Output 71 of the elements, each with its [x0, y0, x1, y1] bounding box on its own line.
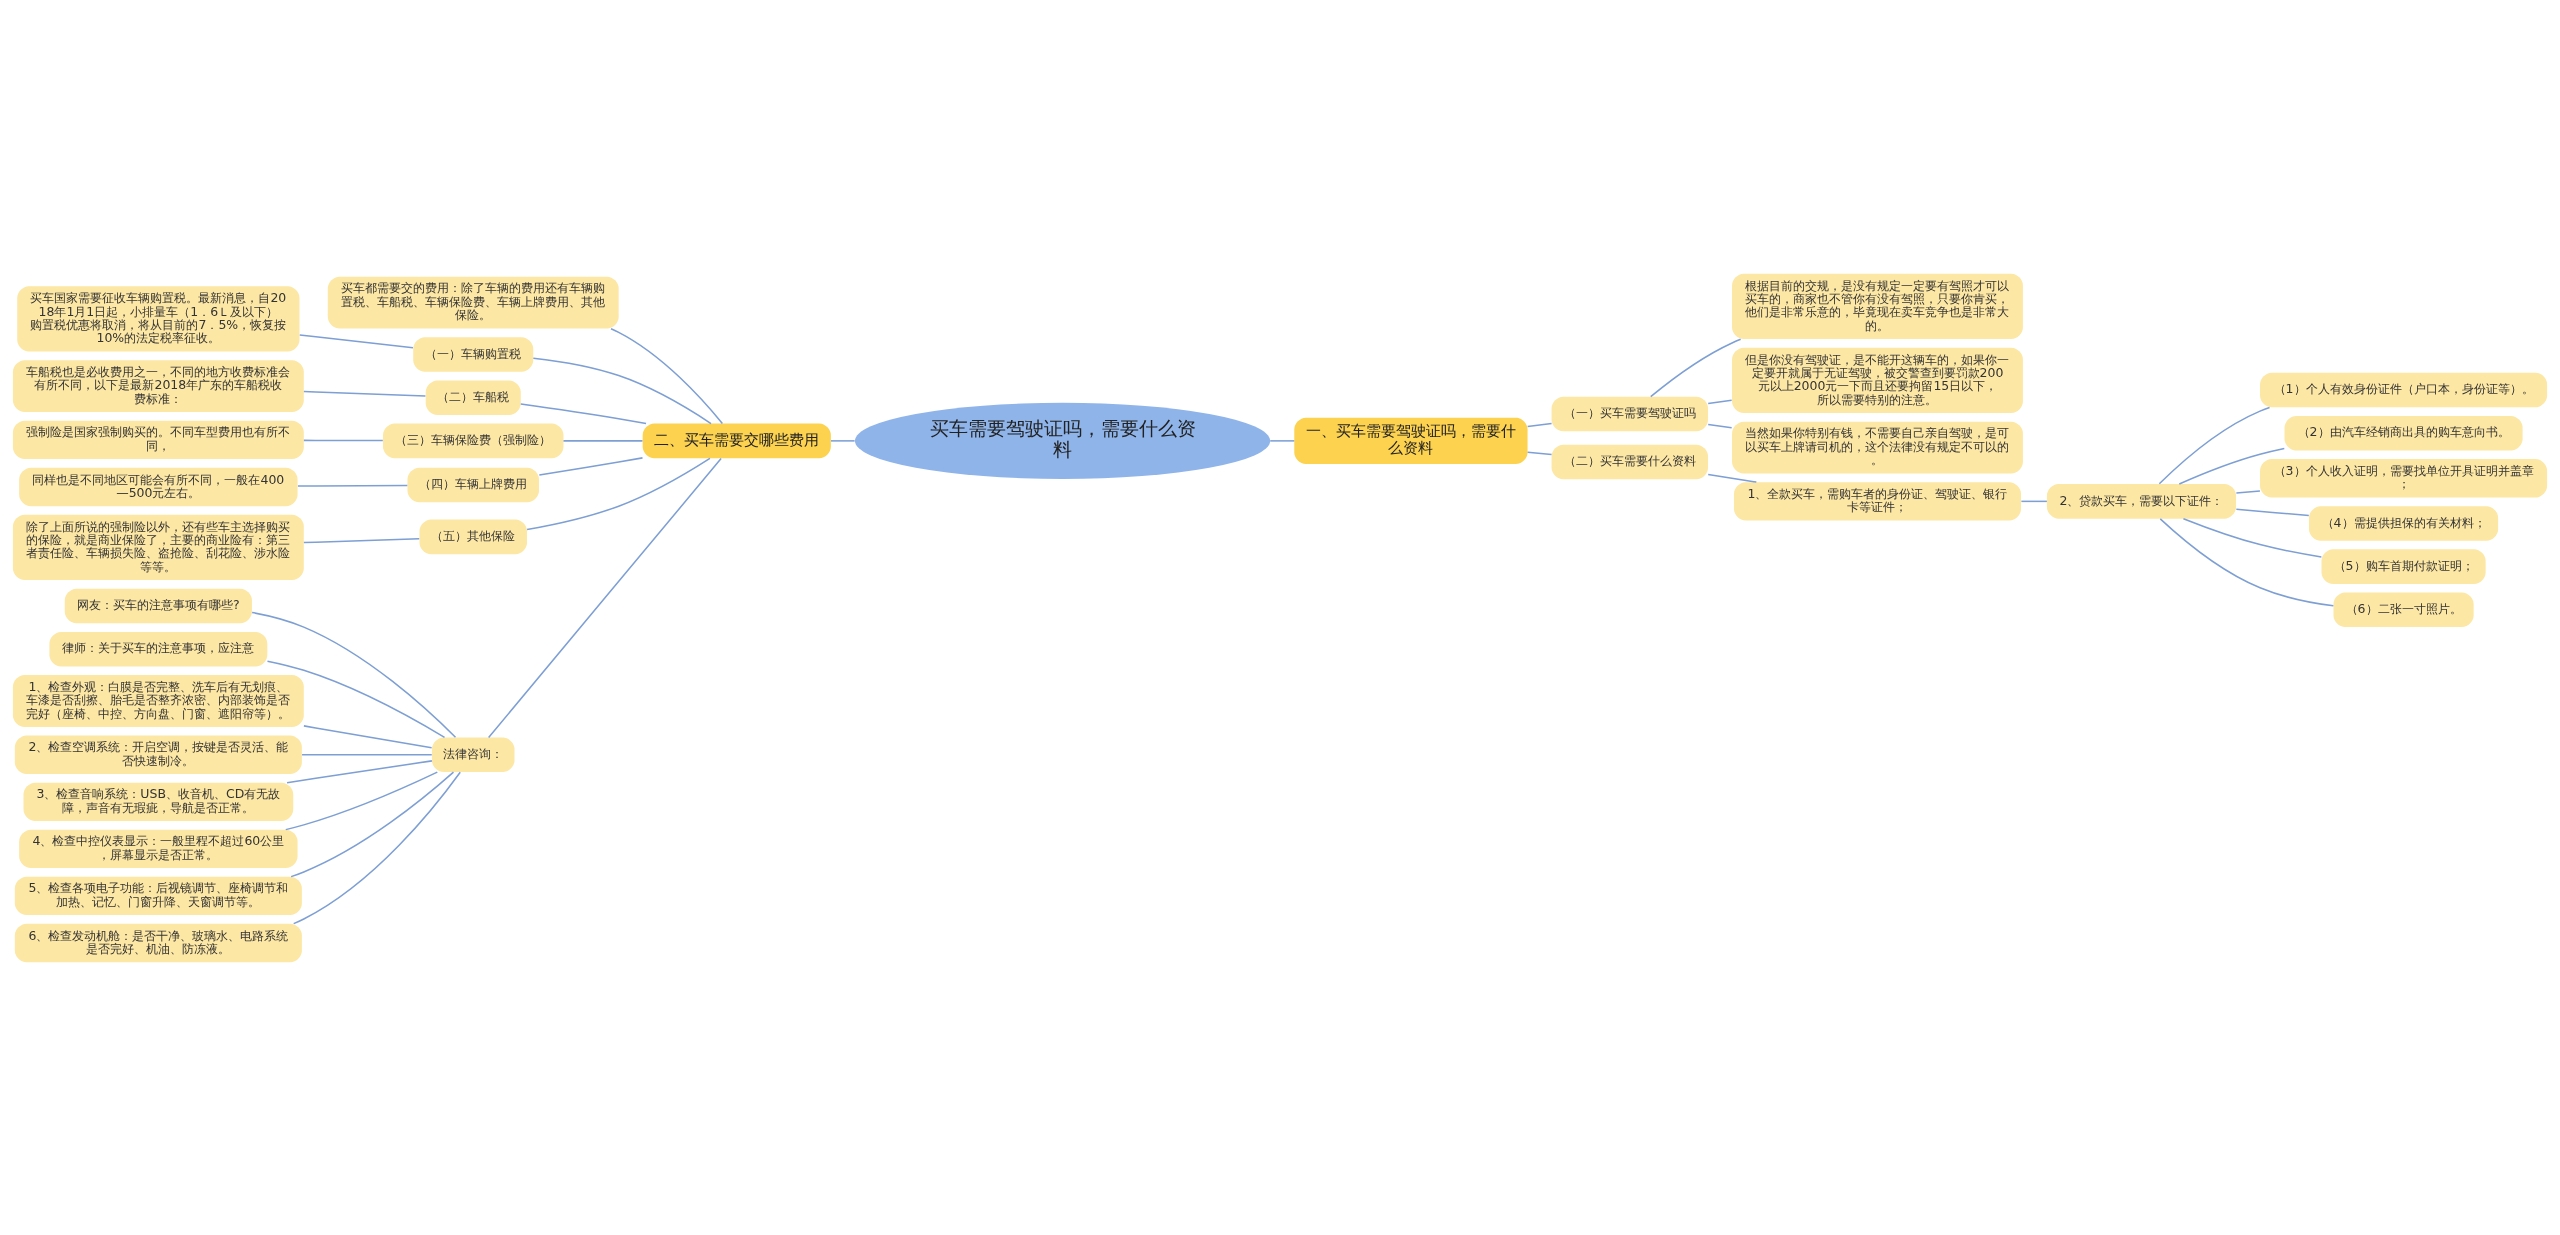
connector [292, 770, 461, 924]
node-ellipse: 买车需要驾驶证吗，需要什么资料 [854, 402, 1271, 479]
node-box: 但是你没有驾驶证，是不能开这辆车的，如果你一定要开就属于无证驾驶，被交警查到要罚款200元以上2000元一下而且还要拘留15日以下，所以需要特别的注意。 [1732, 347, 2023, 413]
node-box: 2、贷款买车，需要以下证件： [2046, 483, 2237, 519]
connector [2020, 500, 2048, 502]
node-box: 同样也是不同地区可能会有所不同，一般在400—500元左右。 [19, 467, 298, 506]
node-box: （2）由汽车经销商出具的购车意向书。 [2284, 415, 2523, 450]
node-box: 2、检查空调系统：开启空调，按键是否灵活、能否快速制冷。 [14, 735, 302, 774]
node-box: 买车都需要交的费用：除了车辆的费用还有车辆购置税、车船税、车辆保险费、车辆上牌费用、其他保险。 [327, 276, 619, 329]
node-box: （一）买车需要驾驶证吗 [1551, 396, 1709, 431]
connector [266, 659, 446, 738]
connector [1269, 439, 1295, 442]
connector [286, 759, 433, 783]
connector [303, 724, 433, 749]
node-box: 5、检查各项电子功能：后视镜调节、座椅调节和加热、记忆、门窗升降、天窗调节等。 [14, 876, 302, 915]
node-box: 6、检查发动机舱：是否干净、玻璃水、电路系统是否完好、机油、防冻液。 [14, 923, 302, 962]
connector [1707, 473, 1758, 483]
node-box: 买车国家需要征收车辆购置税。最新消息，自2018年1月1日起，小排量车（1．6Ｌ及以下）购置税优惠将取消，将从目前的7．5%，恢复按10%的法定税率征收。 [17, 285, 300, 352]
connector [1707, 398, 1733, 404]
connector [303, 439, 384, 441]
connector [538, 456, 644, 476]
node-box: （二）买车需要什么资料 [1551, 444, 1709, 479]
node-box: （五）其他保险 [419, 519, 527, 554]
node-box: 强制险是国家强制购买的。不同车型费用也有所不同， [12, 420, 304, 459]
connector [2178, 447, 2286, 485]
connector [285, 770, 439, 830]
connector [301, 753, 433, 756]
node-box: 法律咨询： [431, 737, 515, 772]
node-box: 除了上面所说的强制险以外，还有些车主选择购买的保险，就是商业保险了，主要的商业险有：第三者责任险、车辆损失险、盗抢险、刮花险、涉水险等等。 [12, 514, 304, 580]
connector [303, 390, 427, 397]
connector [1707, 423, 1733, 429]
node-box: 二、买车需要交哪些费用 [642, 423, 831, 458]
connector [526, 457, 711, 530]
connector [562, 439, 644, 442]
node-box: 车船税也是必收费用之一，不同的地方收费标准会有所不同，以下是最新2018年广东的车船税收费标准： [12, 359, 304, 412]
connector [299, 333, 414, 348]
node-box: （3）个人收入证明，需要找单位开具证明并盖章； [2260, 458, 2548, 497]
node-box: （6）二张一寸照片。 [2333, 592, 2474, 627]
connector [532, 356, 712, 424]
connector [610, 327, 724, 424]
connector [2235, 489, 2261, 494]
node-box: 当然如果你特别有钱，不需要自己亲自驾驶，是可以买车上牌请司机的，这个法律没有规定不可以的。 [1732, 421, 2023, 473]
connector [520, 402, 647, 424]
node-box: （5）购车首期付款证明； [2321, 548, 2486, 584]
node-box: （三）车辆保险费（强制险） [383, 423, 564, 458]
connector [290, 770, 455, 877]
connector [2235, 508, 2310, 516]
node-box: 根据目前的交规，是没有规定一定要有驾照才可以买车的，商家也不管你有没有驾照，只要你肯买，他们是非常乐意的，毕竟现在卖车竞争也是非常大的。 [1732, 273, 2023, 339]
node-box: （二）车船税 [425, 379, 521, 415]
node-box: （1）个人有效身份证件（户口本，身份证等）。 [2260, 372, 2548, 407]
connector [2159, 517, 2335, 607]
node-box: 4、检查中控仪表显示：一般里程不超过60公里，屏幕显示是否正常。 [19, 829, 298, 868]
node-box: 网友：买车的注意事项有哪些? [64, 588, 252, 623]
node-box: （4）需提供担保的有关材料； [2309, 505, 2499, 541]
node-box: （四）车辆上牌费用 [407, 467, 539, 502]
connector [297, 484, 409, 487]
node-box: 1、检查外观：白膜是否完整、洗车后有无划痕、车漆是否刮擦、胎毛是否整齐浓密、内部装饰是否完好（座椅、中控、方向盘、门窗、遮阳帘等）。 [12, 674, 304, 727]
connector [2158, 406, 2271, 485]
connector [830, 439, 856, 442]
connector [1526, 450, 1553, 455]
connector [251, 611, 457, 738]
node-box: 一、买车需要驾驶证吗，需要什么资料 [1294, 417, 1528, 464]
connector [1649, 337, 1742, 397]
node-box: 律师：关于买车的注意事项，应注意 [49, 631, 268, 666]
connector [2182, 517, 2323, 558]
node-box: （一）车辆购置税 [413, 336, 534, 372]
connector [303, 537, 420, 543]
node-box: 1、全款买车，需购车者的身份证、驾驶证、银行卡等证件； [1733, 481, 2021, 521]
node-box: 3、检查音响系统：USB、收音机、CD有无故障，声音有无瑕疵，导航是否正常。 [23, 782, 294, 821]
connector [487, 457, 722, 738]
connector [1526, 422, 1553, 427]
